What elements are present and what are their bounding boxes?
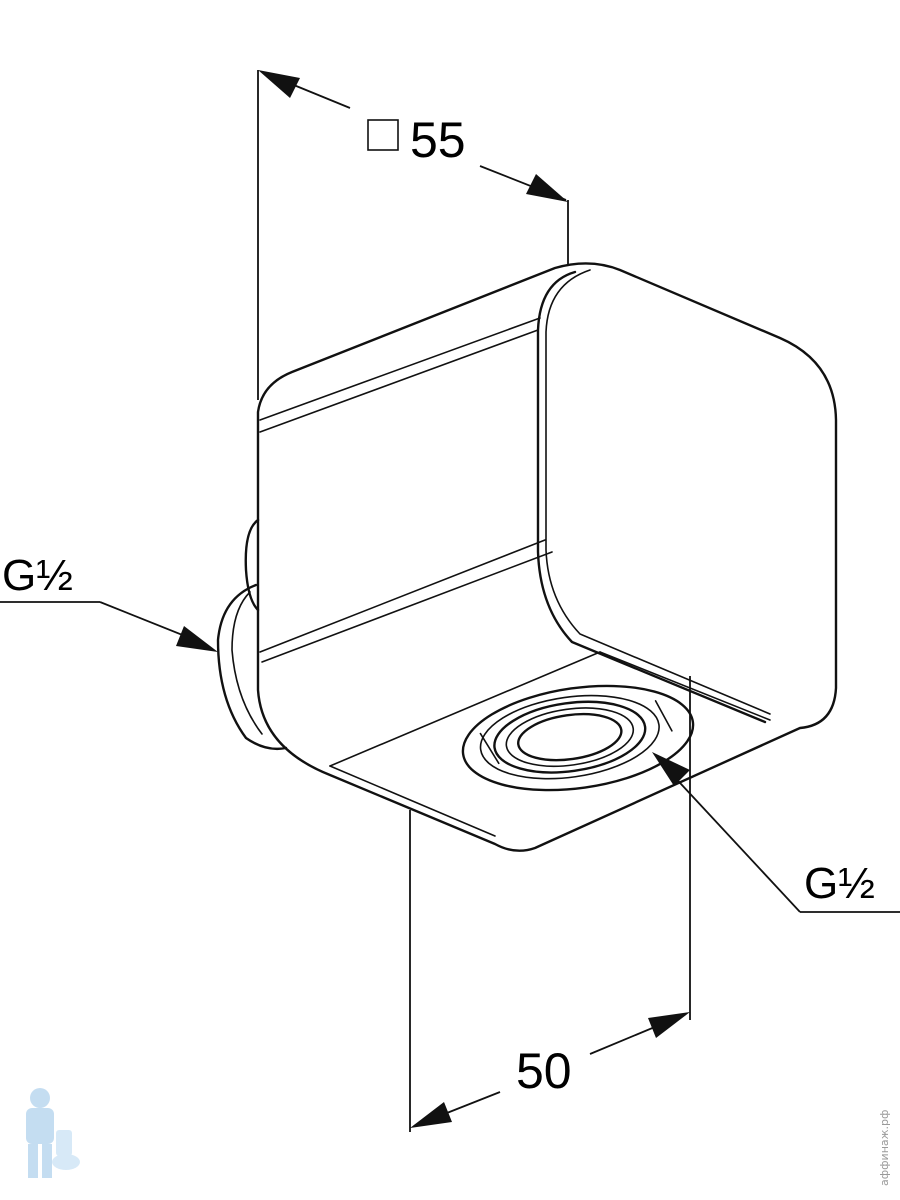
arrowhead-55-right: [526, 174, 568, 202]
side-outlet-nut: [216, 583, 288, 751]
plumber-mascot-icon: [26, 1088, 80, 1178]
body-outline: [256, 262, 838, 852]
bottom-face-back-edge: [599, 651, 771, 721]
arrowhead-50-left: [410, 1102, 452, 1128]
thread-callout-side: G½: [0, 551, 218, 652]
bottom-face-front-edge: [329, 651, 601, 767]
arrowhead-thread-side: [176, 626, 218, 652]
mid-band-upper: [259, 539, 546, 653]
arrowhead-thread-bottom: [652, 752, 690, 786]
mid-band-lower: [261, 551, 553, 663]
thread-label-side: G½: [2, 551, 73, 600]
front-face-outline: [536, 270, 767, 724]
outlet-ring-2: [479, 694, 660, 780]
dimension-55-label: 55: [410, 112, 466, 168]
watermark-text: аффинаж.рф: [878, 1110, 891, 1186]
arrowhead-55-left: [258, 70, 300, 98]
side-flange-outer: [244, 518, 260, 612]
dimension-50: 50: [410, 1012, 690, 1128]
square-symbol: [367, 119, 399, 151]
extension-lines: [257, 70, 691, 1132]
outlet-cut-left: [479, 732, 500, 765]
dimension-50-label: 50: [516, 1043, 572, 1099]
dimension-55: 55: [258, 70, 568, 202]
top-band-upper: [259, 317, 541, 421]
outlet-ring-4: [505, 707, 635, 768]
outlet-bore: [517, 712, 623, 762]
outlet-cut-right: [654, 700, 673, 732]
thread-label-bottom: G½: [804, 859, 875, 908]
outlet-ring-3: [493, 700, 647, 774]
bottom-face-rear: [329, 765, 496, 837]
side-outlet-nut-inner: [231, 591, 263, 735]
bottom-outlet: [461, 684, 695, 792]
thread-callout-bottom: G½: [652, 752, 900, 913]
outlet-ring-outer: [461, 684, 695, 792]
arrowhead-50-right: [648, 1012, 690, 1038]
top-band-lower: [259, 329, 539, 433]
wall-outlet-body: [216, 262, 838, 852]
front-face-inner-edge: [545, 269, 771, 715]
